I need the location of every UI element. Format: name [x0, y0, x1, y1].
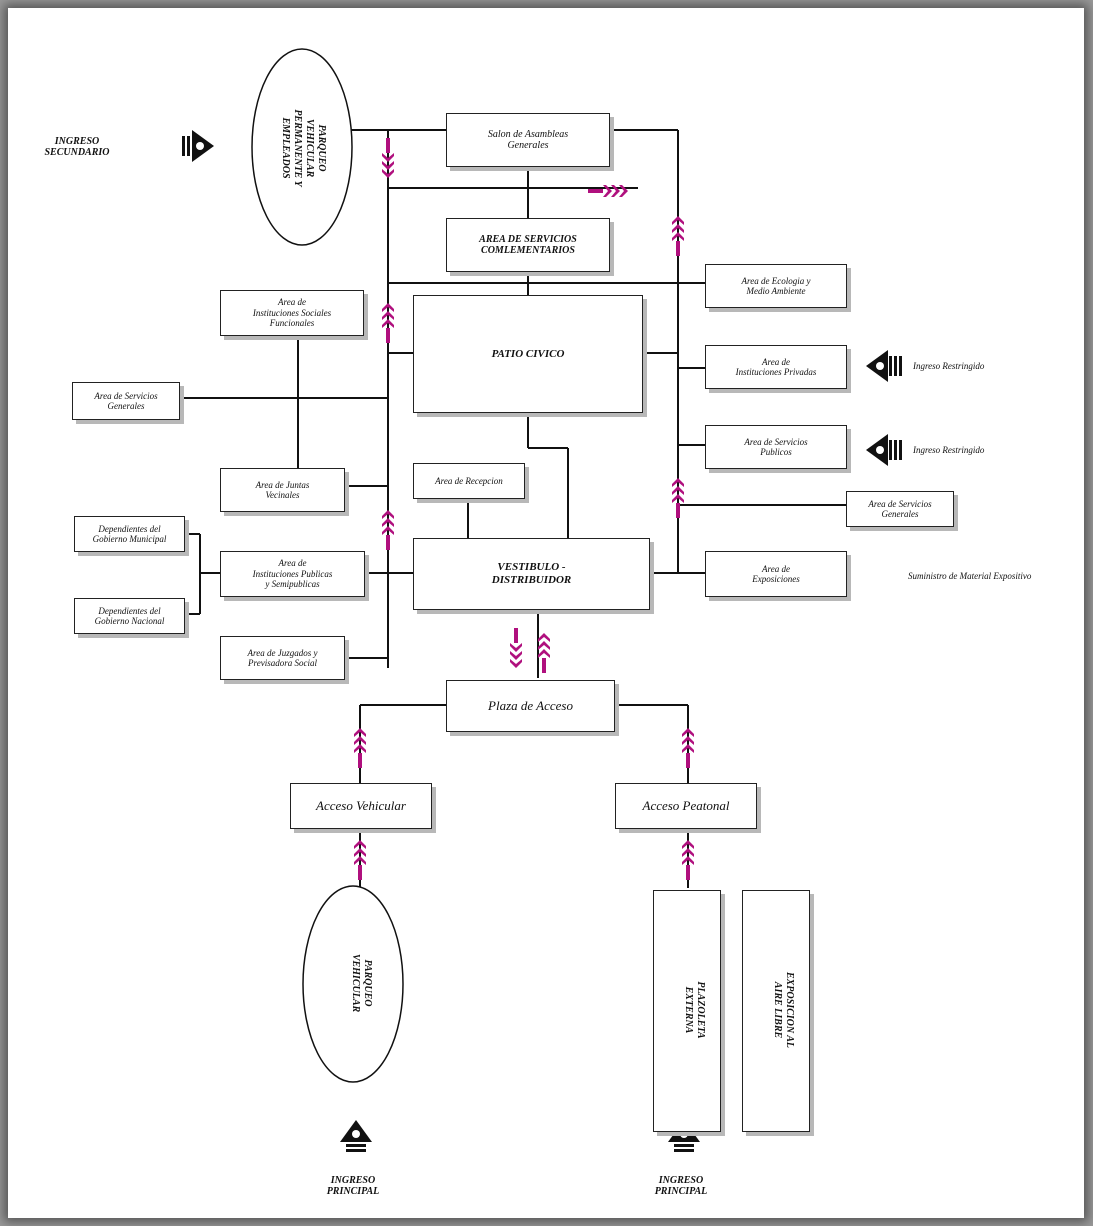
triple-chevron-icon [538, 633, 550, 673]
connection-lines [178, 48, 902, 1152]
area-servicios-generales-left-box: Area de Servicios Generales [72, 382, 180, 420]
diagram-sheet: PARQUEO VEHICULAR PERMANENTE Y EMPLEADOS… [8, 8, 1084, 1218]
area-instituciones-sociales-box: Area de Instituciones Sociales Funcional… [220, 290, 364, 336]
triple-chevron-icon [672, 216, 684, 256]
ingreso-principal-left-label: INGRESO PRINCIPAL [326, 1174, 380, 1198]
triple-chevron-icon [682, 728, 694, 768]
parqueo-vehicular-ellipse [302, 885, 404, 1083]
exposicion-aire-libre-label: EXPOSICION AL AIRE LIBRE [772, 971, 795, 1049]
plaza-acceso-box: Plaza de Acceso [446, 680, 615, 732]
entry-arrow-icon [182, 130, 214, 162]
parqueo-vehicular-label: PARQUEO VEHICULAR [350, 953, 373, 1013]
acceso-vehicular-box: Acceso Vehicular [290, 783, 432, 829]
area-ecologia-box: Area de Ecologia y Medio Ambiente [705, 264, 847, 308]
area-juntas-vecinales-box: Area de Juntas Vecinales [220, 468, 345, 512]
vestibulo-distribuidor-box: VESTIBULO - DISTRIBUIDOR [413, 538, 650, 610]
triple-chevron-icon [354, 840, 366, 880]
parqueo-empleados-ellipse [251, 48, 353, 246]
area-instituciones-privadas-box: Area de Instituciones Privadas [705, 345, 847, 389]
area-servicios-publicos-box: Area de Servicios Publicos [705, 425, 847, 469]
ingreso-restringido-label-2: Ingreso Restringido [913, 444, 985, 455]
triple-chevron-icon [588, 185, 628, 197]
ingreso-principal-right-label: INGRESO PRINCIPAL [654, 1174, 708, 1198]
triple-chevron-icon [382, 138, 394, 178]
suministro-material-label: Suministro de Material Expositivo [908, 570, 1032, 581]
dependientes-gobierno-nacional-box: Dependientes del Gobierno Nacional [74, 598, 185, 634]
entry-arrow-icon [340, 1120, 372, 1152]
acceso-peatonal-box: Acceso Peatonal [615, 783, 757, 829]
entry-arrow-icon [866, 350, 902, 382]
area-juzgados-box: Area de Juzgados y Previsadora Social [220, 636, 345, 680]
ingreso-secundario-label: INGRESO SECUNDARIO [44, 135, 110, 159]
area-servicios-generales-right-box: Area de Servicios Generales [846, 491, 954, 527]
exposicion-aire-libre-box [742, 890, 810, 1132]
triple-chevron-icon [354, 728, 366, 768]
triple-chevron-icon [382, 510, 394, 550]
triple-chevron-icon [510, 628, 522, 668]
triple-chevron-icon [382, 303, 394, 343]
parqueo-empleados-label: PARQUEO VEHICULAR PERMANENTE Y EMPLEADOS [280, 109, 327, 187]
salon-asambleas-box: Salon de Asambleas Generales [446, 113, 610, 167]
dependientes-gobierno-municipal-box: Dependientes del Gobierno Municipal [74, 516, 185, 552]
area-instituciones-publicas-box: Area de Instituciones Publicas y Semipub… [220, 551, 365, 597]
patio-civico-box: PATIO CIVICO [413, 295, 643, 413]
triple-chevron-icon [672, 478, 684, 518]
area-servicios-complementarios-box: AREA DE SERVICIOS COMLEMENTARIOS [446, 218, 610, 272]
area-exposiciones-box: Area de Exposiciones [705, 551, 847, 597]
ingreso-restringido-label-1: Ingreso Restringido [913, 360, 985, 371]
plazoleta-externa-box [653, 890, 721, 1132]
area-recepcion-box: Area de Recepcion [413, 463, 525, 499]
entry-arrow-icon [866, 434, 902, 466]
plazoleta-externa-label: PLAZOLETA EXTERNA [683, 981, 706, 1039]
triple-chevron-icon [682, 840, 694, 880]
